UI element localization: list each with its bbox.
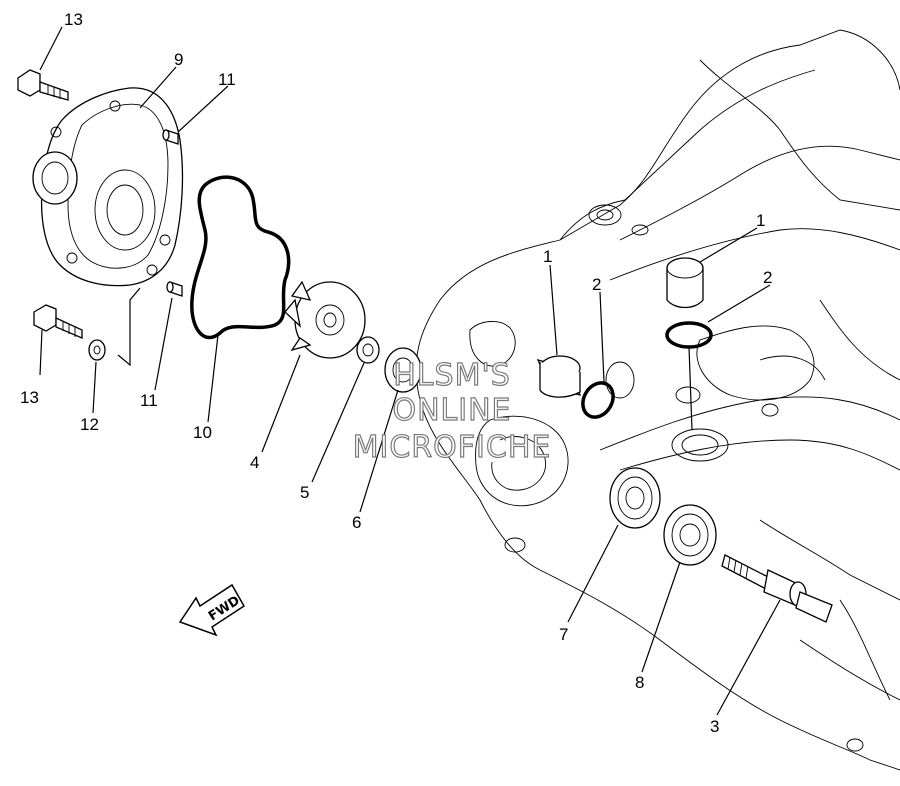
callout-2-left: 2: [592, 275, 601, 294]
part-8-bearing: [663, 504, 717, 566]
part-13-bolt-upper: [17, 69, 69, 101]
fwd-arrow-icon: FWD: [178, 583, 246, 637]
callout-5: 5: [300, 483, 309, 502]
callout-10: 10: [193, 423, 212, 442]
callout-13-upper: 13: [64, 10, 83, 29]
part-7-bearing: [609, 467, 661, 529]
part-2-o-ring-left: [581, 381, 615, 419]
callout-11-lower: 11: [140, 391, 158, 410]
part-9-pump-cover: [32, 87, 184, 287]
part-12-washer: [88, 339, 106, 361]
watermark-line-2: ONLINE: [392, 393, 511, 428]
callout-1-left: 1: [543, 247, 552, 266]
callout-9: 9: [174, 50, 183, 69]
part-1-collar-right: [666, 257, 704, 309]
callout-8: 8: [635, 673, 644, 692]
watermark-line-1: HLSM'S: [393, 358, 511, 393]
part-4-impeller: [284, 280, 366, 359]
part-2-o-ring-right: [665, 321, 713, 349]
leader-lines: [39, 26, 781, 716]
callout-11-upper: 11: [218, 70, 236, 89]
part-1-collar-left: [536, 355, 582, 398]
callout-2-right: 2: [763, 268, 772, 287]
watermark-line-3: MICROFICHE: [353, 430, 552, 465]
callout-6: 6: [352, 513, 361, 532]
callout-4: 4: [250, 453, 259, 472]
part-11-dowel-pins: [162, 129, 183, 297]
callout-3: 3: [710, 717, 719, 736]
callout-7: 7: [559, 625, 568, 644]
callout-1-right: 1: [756, 211, 765, 230]
part-6-oil-seal: [384, 347, 422, 393]
callout-12: 12: [80, 415, 99, 434]
crankcase-body: [415, 29, 900, 771]
part-10-gasket: [190, 175, 291, 340]
watermark: HLSM'S ONLINE MICROFICHE: [352, 357, 552, 465]
part-13-bolt-lower: [33, 304, 83, 339]
callout-labels: 13 9 11 13 12 11 10 4 5 6 1 2 1 2 7 8 3: [20, 10, 772, 736]
part-3-shaft: [721, 554, 833, 623]
callout-13-lower: 13: [20, 388, 39, 407]
part-5-washer: [356, 336, 380, 364]
